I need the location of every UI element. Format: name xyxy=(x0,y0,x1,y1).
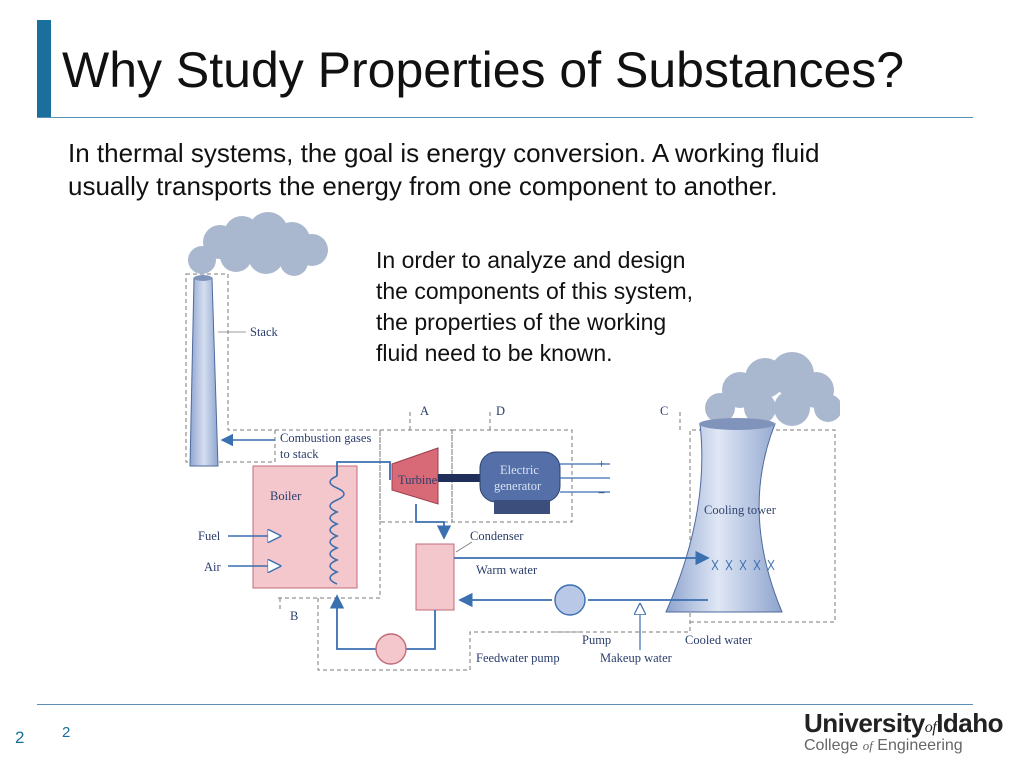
label-warm-water: Warm water xyxy=(476,563,538,577)
label-condenser: Condenser xyxy=(470,529,524,543)
label-combustion-2: to stack xyxy=(280,447,319,461)
side-note-line-3: the properties of the working xyxy=(376,309,667,335)
label-c: C xyxy=(660,404,668,418)
label-generator-2: generator xyxy=(494,479,542,493)
label-a: A xyxy=(420,404,429,418)
footer-divider xyxy=(37,704,973,705)
label-minus: − xyxy=(598,486,605,500)
electric-generator xyxy=(479,451,610,514)
stack xyxy=(189,275,219,467)
title-divider xyxy=(37,117,973,118)
intro-text: In thermal systems, the goal is energy c… xyxy=(68,137,948,203)
label-b: B xyxy=(290,609,298,623)
boiler-coil xyxy=(329,475,345,585)
label-generator-1: Electric xyxy=(500,463,539,477)
label-boiler: Boiler xyxy=(270,489,302,503)
cooling-tower xyxy=(665,423,783,613)
condenser xyxy=(415,543,455,611)
label-combustion-1: Combustion gases xyxy=(280,431,371,445)
label-fuel: Fuel xyxy=(198,529,221,543)
label-d: D xyxy=(496,404,505,418)
boiler xyxy=(252,465,358,589)
tower-smoke xyxy=(705,352,840,426)
loop-boundary xyxy=(317,429,836,671)
slide-number: 2 xyxy=(15,728,25,747)
slide-title: Why Study Properties of Substances? xyxy=(62,42,905,98)
side-note-line-2: the components of this system, xyxy=(376,278,694,304)
turbine xyxy=(391,447,439,505)
side-note: In order to analyze and design the compo… xyxy=(376,245,756,369)
stack-smoke xyxy=(188,212,328,276)
university-logo: UniversityofIdaho College of Engineering xyxy=(804,708,1016,764)
feedwater-pump xyxy=(375,633,407,665)
power-plant-diagram: Stack Combustion gases to stack Boiler F… xyxy=(185,212,840,671)
boiler-boundary xyxy=(275,429,381,599)
intro-line-2: usually transports the energy from one c… xyxy=(68,171,778,201)
label-makeup-water: Makeup water xyxy=(600,651,673,665)
title-accent-bar xyxy=(37,20,51,118)
logo-wordmark: UniversityofIdaho xyxy=(804,708,1004,738)
logo-college: College of Engineering xyxy=(804,737,963,754)
label-plus: + xyxy=(598,457,605,471)
label-pump: Pump xyxy=(582,633,611,647)
cooling-water-pump xyxy=(554,584,586,616)
footer-slide-number: 2 xyxy=(62,724,71,741)
intro-line-1: In thermal systems, the goal is energy c… xyxy=(68,138,820,168)
label-cooled-water: Cooled water xyxy=(685,633,753,647)
side-note-line-4: fluid need to be known. xyxy=(376,340,613,366)
label-stack: Stack xyxy=(250,325,279,339)
label-feedwater-pump: Feedwater pump xyxy=(476,651,560,665)
side-note-line-1: In order to analyze and design xyxy=(376,247,686,273)
label-turbine: Turbine xyxy=(398,473,438,487)
label-cooling-tower: Cooling tower xyxy=(704,503,777,517)
label-air: Air xyxy=(204,560,222,574)
